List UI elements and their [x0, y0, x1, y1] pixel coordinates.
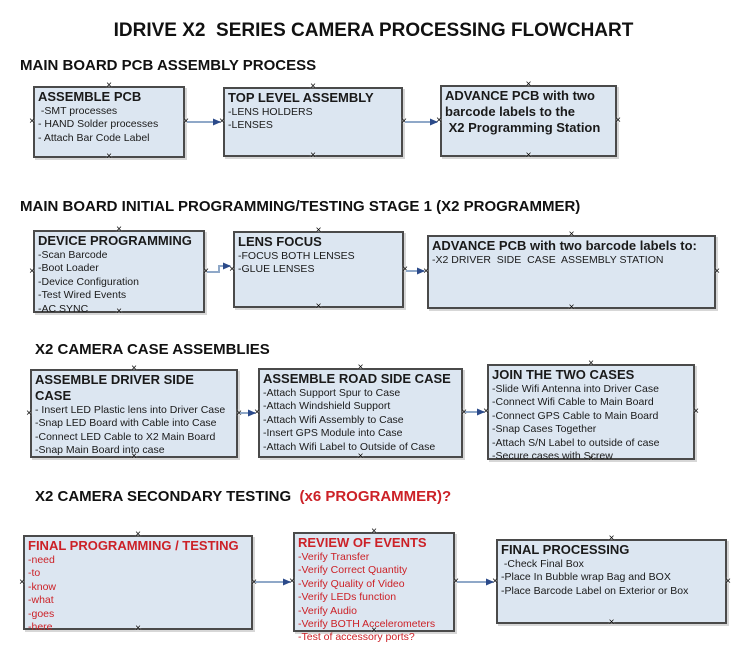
- section-heading-text: MAIN BOARD PCB ASSEMBLY PROCESS: [20, 57, 317, 74]
- flow-box-assemble-pcb[interactable]: ASSEMBLE PCB -SMT processes - HAND Solde…: [29, 81, 189, 162]
- connection-handle-bottom-icon: ×: [568, 302, 575, 313]
- connection-handle-top-icon: ×: [135, 529, 141, 540]
- connection-handle-top-icon: ×: [525, 79, 532, 90]
- section-heading-red-text: (x6 PROGRAMMER)?: [295, 488, 452, 505]
- section-heading: X2 CAMERA CASE ASSEMBLIES: [35, 341, 270, 358]
- connection-handle-left-icon: ×: [254, 407, 260, 418]
- connection-handle-right-icon: ×: [402, 263, 408, 275]
- box-title: ASSEMBLE DRIVER SIDE CASE: [35, 372, 198, 403]
- connection-handle-top-icon: ×: [106, 80, 112, 91]
- flow-box-final-programming-testing[interactable]: FINAL PROGRAMMING / TESTING-need -to -kn…: [19, 530, 257, 634]
- connection-handle-bottom-icon: ×: [310, 150, 316, 161]
- connection-handle-top-icon: ×: [588, 358, 594, 369]
- connection-handle-top-icon: ×: [568, 229, 575, 240]
- box-title: TOP LEVEL ASSEMBLY: [228, 90, 374, 105]
- box-items: -Check Final Box -Place In Bubble wrap B…: [501, 558, 689, 597]
- connection-handle-bottom-icon: ×: [608, 617, 615, 628]
- connection-handle-left-icon: ×: [19, 576, 25, 588]
- connection-handle-left-icon: ×: [26, 407, 32, 419]
- connection-handle-right-icon: ×: [236, 407, 242, 419]
- connection-handle-left-icon: ×: [436, 115, 442, 126]
- connector-arrow-device-programming-to-lens-focus[interactable]: [207, 262, 231, 273]
- section-heading-text: X2 CAMERA SECONDARY TESTING: [35, 488, 296, 505]
- box-title: FINAL PROGRAMMING / TESTING: [28, 538, 239, 553]
- box-items: -Attach Support Spur to Case -Attach Win…: [263, 387, 436, 453]
- connection-handle-bottom-icon: ×: [131, 451, 137, 462]
- box-title: ADVANCE PCB with two barcode labels to:: [432, 238, 697, 253]
- section-heading: MAIN BOARD PCB ASSEMBLY PROCESS: [20, 57, 316, 74]
- connection-handle-right-icon: ×: [461, 407, 467, 418]
- flow-box-device-programming[interactable]: DEVICE PROGRAMMING-Scan Barcode -Boot Lo…: [29, 225, 209, 317]
- connection-handle-right-icon: ×: [693, 406, 699, 417]
- flow-box-advance-pcb-to-driver-side-station[interactable]: ADVANCE PCB with two barcode labels to:-…: [423, 230, 720, 313]
- connection-handle-top-icon: ×: [310, 81, 316, 92]
- box-items: -SMT processes - HAND Solder processes -…: [38, 105, 159, 144]
- flow-box-assemble-driver-side-case[interactable]: ASSEMBLE DRIVER SIDE CASE- Insert LED Pl…: [26, 364, 242, 462]
- box-title: ASSEMBLE ROAD SIDE CASE: [263, 371, 451, 386]
- connection-handle-top-icon: ×: [357, 362, 364, 373]
- connection-handle-bottom-icon: ×: [135, 623, 141, 634]
- connection-handle-bottom-icon: ×: [357, 451, 364, 462]
- connection-handle-top-icon: ×: [131, 363, 137, 374]
- connection-handle-left-icon: ×: [492, 575, 498, 587]
- connection-handle-right-icon: ×: [183, 116, 189, 127]
- connection-handle-bottom-icon: ×: [525, 150, 532, 161]
- connection-handle-top-icon: ×: [315, 225, 322, 236]
- connection-handle-bottom-icon: ×: [588, 453, 594, 464]
- connection-handle-left-icon: ×: [229, 263, 235, 275]
- connection-handle-top-icon: ×: [116, 224, 122, 235]
- box-items: -X2 DRIVER SIDE CASE ASSEMBLY STATION: [432, 254, 664, 266]
- connection-handle-bottom-icon: ×: [315, 301, 322, 312]
- box-title: ASSEMBLE PCB: [38, 89, 142, 104]
- connection-handle-bottom-icon: ×: [106, 151, 112, 162]
- connection-handle-bottom-icon: ×: [116, 306, 122, 317]
- section-heading: X2 CAMERA SECONDARY TESTING (x6 PROGRAMM…: [35, 488, 451, 505]
- connection-handle-right-icon: ×: [203, 265, 209, 277]
- box-items: -Scan Barcode -Boot Loader -Device Confi…: [38, 249, 139, 315]
- box-items: -Verify Transfer -Verify Correct Quantit…: [298, 551, 436, 644]
- connection-handle-left-icon: ×: [219, 116, 225, 127]
- box-title: ADVANCE PCB with two barcode labels to t…: [445, 88, 601, 135]
- box-items: -LENS HOLDERS -LENSES: [228, 106, 313, 132]
- connection-handle-left-icon: ×: [423, 266, 429, 277]
- connection-handle-right-icon: ×: [615, 115, 621, 126]
- connection-handle-bottom-icon: ×: [371, 625, 377, 636]
- box-items: -Slide Wifi Antenna into Driver Case -Co…: [492, 383, 660, 463]
- box-title: FINAL PROCESSING: [501, 542, 630, 557]
- connection-handle-top-icon: ×: [371, 526, 377, 537]
- section-heading-text: X2 CAMERA CASE ASSEMBLIES: [35, 341, 270, 358]
- page-title: IDRIVE X2 SERIES CAMERA PROCESSING FLOWC…: [113, 20, 634, 41]
- section-heading: MAIN BOARD INITIAL PROGRAMMING/TESTING S…: [20, 198, 580, 215]
- flow-box-lens-focus[interactable]: LENS FOCUS-FOCUS BOTH LENSES -GLUE LENSE…: [229, 226, 408, 312]
- connection-handle-right-icon: ×: [725, 575, 731, 587]
- box-items: -FOCUS BOTH LENSES -GLUE LENSES: [238, 250, 355, 276]
- connection-handle-right-icon: ×: [251, 576, 257, 588]
- box-items: - Insert LED Plastic lens into Driver Ca…: [35, 404, 226, 457]
- connection-handle-right-icon: ×: [401, 116, 407, 127]
- flow-box-top-level-assembly[interactable]: TOP LEVEL ASSEMBLY-LENS HOLDERS -LENSES×…: [219, 82, 407, 161]
- flow-box-advance-pcb-to-programming-station[interactable]: ADVANCE PCB with two barcode labels to t…: [436, 80, 621, 161]
- connection-handle-left-icon: ×: [29, 265, 35, 277]
- flow-box-review-of-events[interactable]: REVIEW OF EVENTS-Verify Transfer -Verify…: [289, 527, 459, 644]
- box-title: REVIEW OF EVENTS: [298, 535, 427, 550]
- box-title: DEVICE PROGRAMMING: [38, 233, 192, 248]
- box-title: LENS FOCUS: [238, 234, 322, 249]
- flow-box-final-processing[interactable]: FINAL PROCESSING -Check Final Box -Place…: [492, 534, 731, 628]
- connection-handle-left-icon: ×: [289, 576, 295, 587]
- connection-handle-top-icon: ×: [608, 533, 615, 544]
- flow-box-assemble-road-side-case[interactable]: ASSEMBLE ROAD SIDE CASE-Attach Support S…: [254, 363, 467, 462]
- connection-handle-right-icon: ×: [714, 266, 720, 277]
- section-heading-text: MAIN BOARD INITIAL PROGRAMMING/TESTING S…: [20, 198, 581, 215]
- connection-handle-right-icon: ×: [453, 576, 459, 587]
- box-items: -need -to -know -what -goes -here: [28, 554, 57, 634]
- connection-handle-left-icon: ×: [29, 116, 35, 127]
- flow-box-join-the-two-cases[interactable]: JOIN THE TWO CASES-Slide Wifi Antenna in…: [483, 359, 699, 464]
- box-title: JOIN THE TWO CASES: [492, 367, 635, 382]
- connection-handle-left-icon: ×: [483, 406, 489, 417]
